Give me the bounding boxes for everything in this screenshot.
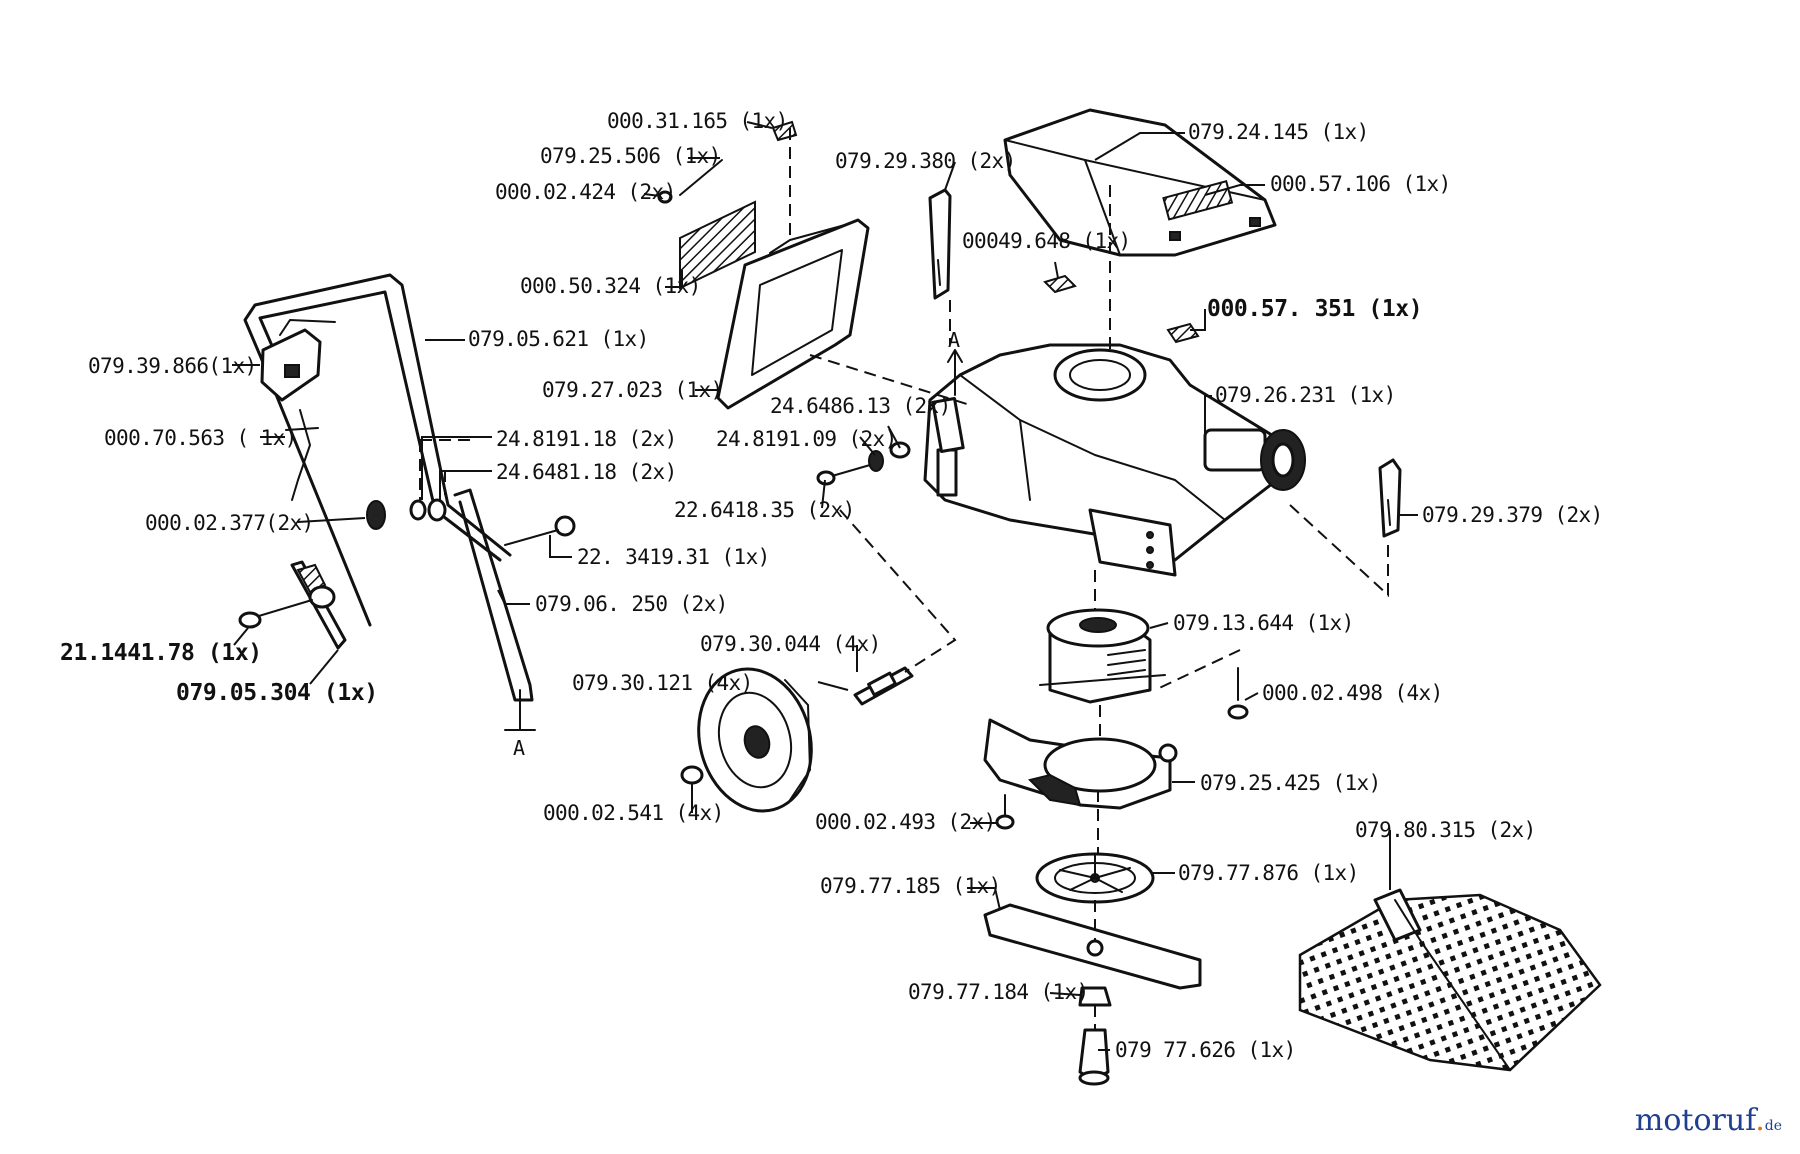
screw-set-motor	[995, 667, 1249, 830]
label-000-57-351: 000.57. 351 (1x)	[1207, 296, 1422, 322]
cable-part	[285, 409, 319, 501]
mesh-insert-part	[679, 200, 756, 290]
bracket-part-right	[1378, 458, 1402, 538]
label-079-25-506: 079.25.506 (1x)	[540, 144, 721, 168]
plate-part-small	[1043, 274, 1200, 344]
label-079-25-425: 079.25.425 (1x)	[1200, 771, 1381, 795]
label-000-02-493: 000.02.493 (2x)	[815, 810, 996, 834]
label-24-6486-13: 24.6486.13 (2x)	[770, 394, 951, 418]
label-22-6418-35: 22.6418.35 (2x)	[674, 498, 855, 522]
section-marks: A A	[504, 328, 963, 760]
label-079-06-250: 079.06. 250 (2x)	[535, 592, 728, 616]
label-000-50-324: 000.50.324 (1x)	[520, 274, 701, 298]
label-079-29-380: 079.29.380 (2x)	[835, 149, 1016, 173]
label-079-77-184: 079.77.184 (1x)	[908, 980, 1089, 1004]
watermark-main: motoruf	[1634, 1103, 1756, 1138]
label-079-30-044: 079.30.044 (4x)	[700, 632, 881, 656]
label-079-77-876: 079.77.876 (1x)	[1178, 861, 1359, 885]
nut-part	[680, 765, 704, 785]
label-079-77-626: 079 77.626 (1x)	[1115, 1038, 1296, 1062]
fan-wheel-part	[1035, 852, 1155, 904]
label-000-02-541: 000.02.541 (4x)	[543, 801, 724, 825]
label-24-6481-18: 24.6481.18 (2x)	[496, 460, 677, 484]
deflector-flap-part	[1003, 108, 1277, 257]
label-079-24-145: 079.24.145 (1x)	[1188, 120, 1369, 144]
label-24-8191-09: 24.8191.09 (2x)	[716, 427, 897, 451]
label-000-31-165: 000.31.165 (1x)	[607, 109, 788, 133]
upper-handle-part	[243, 273, 512, 627]
label-079-80-315: 079.80.315 (2x)	[1355, 818, 1536, 842]
mower-housing-part	[923, 343, 1306, 577]
fan-housing-part	[983, 718, 1178, 810]
label-079-26-231: 079.26.231 (1x)	[1215, 383, 1396, 407]
label-079-13-644: 079.13.644 (1x)	[1173, 611, 1354, 635]
label-000-70-563: 000.70.563 ( 1x)	[104, 426, 297, 450]
blade-part	[983, 903, 1202, 990]
label-000-02-498: 000.02.498 (4x)	[1262, 681, 1443, 705]
clamp-lever-part	[238, 560, 347, 650]
switch-box-part	[260, 319, 336, 402]
label-21-1441-78: 21.1441.78 (1x)	[60, 640, 262, 666]
label-000-57-106: 000.57.106 (1x)	[1270, 172, 1451, 196]
watermark-tld: de	[1764, 1118, 1782, 1134]
label-079-27-023: 079.27.023 (1x)	[542, 378, 723, 402]
motor-part	[1039, 608, 1166, 704]
axle-bolt-part	[853, 666, 914, 706]
grass-box-part	[1298, 888, 1602, 1072]
label-079-05-621: 079.05.621 (1x)	[468, 327, 649, 351]
watermark-dot: .	[1755, 1103, 1765, 1138]
label-22-3419-31: 22. 3419.31 (1x)	[577, 545, 770, 569]
label-079-39-866: 079.39.866(1x)	[88, 354, 257, 378]
part-labels: 000.31.165 (1x) 079.25.506 (1x) 000.02.4…	[60, 109, 1603, 1062]
section-mark-lower: A	[513, 736, 525, 760]
leader-lines	[232, 121, 1418, 1051]
site-watermark-logo: motoruf.de	[1635, 1103, 1782, 1138]
knob-washer-part	[366, 498, 576, 546]
label-079-29-379: 079.29.379 (2x)	[1422, 503, 1603, 527]
blade-adapter-part	[1078, 986, 1112, 1086]
bracket-part-left	[928, 188, 952, 300]
wheel-part	[697, 667, 813, 813]
label-079-77-185: 079.77.185 (1x)	[820, 874, 1001, 898]
lower-handle-part	[453, 488, 534, 702]
label-000-02-377: 000.02.377(2x)	[145, 511, 314, 535]
label-079-05-304: 079.05.304 (1x)	[176, 680, 378, 706]
label-00049-648: 00049.648 (1x)	[962, 229, 1131, 253]
rear-flap-part	[716, 218, 870, 410]
label-000-02-424: 000.02.424 (2x)	[495, 180, 676, 204]
assembly-lines	[419, 128, 1389, 1030]
label-079-30-121: 079.30.121 (4x)	[572, 671, 753, 695]
label-24-8191-18: 24.8191.18 (2x)	[496, 427, 677, 451]
section-mark-upper: A	[948, 328, 960, 352]
screw-set-housing	[816, 396, 965, 486]
